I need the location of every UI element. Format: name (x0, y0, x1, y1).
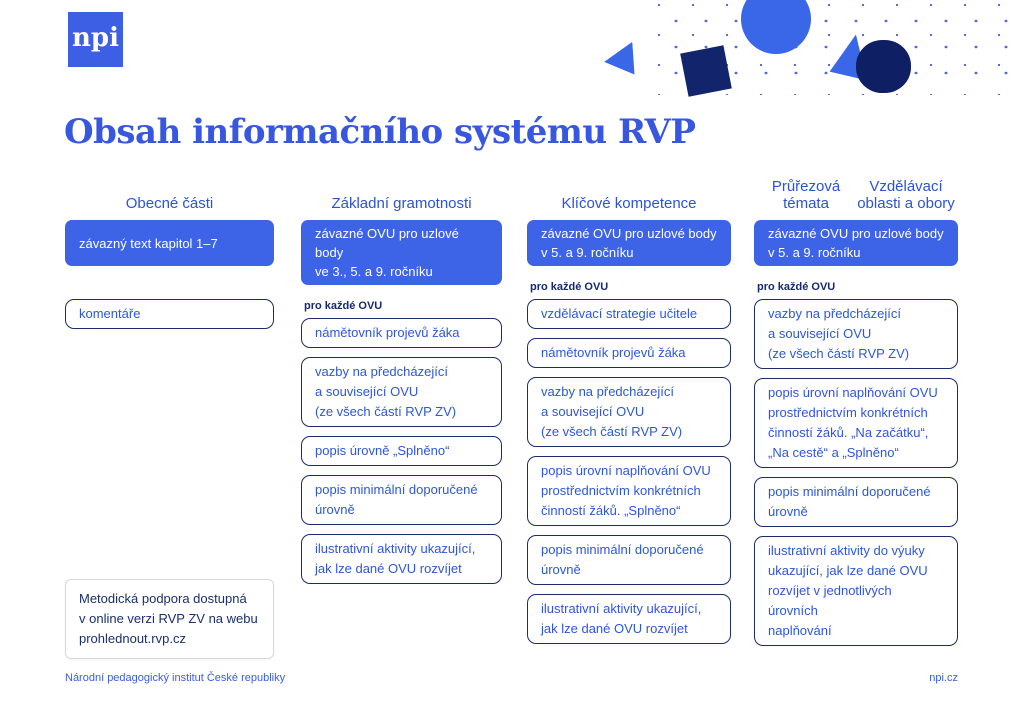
column-header: Průřezová témata (771, 178, 841, 212)
feature-box: ilustrativní aktivity ukazující, jak lze… (301, 534, 502, 584)
decor-half-circle-icon (741, 0, 811, 54)
feature-box: popis úrovně „Splněno“ (301, 436, 502, 466)
npi-logo-text: npi (72, 22, 119, 53)
mandatory-content-box: závazný text kapitol 1–7 (65, 220, 274, 266)
feature-box: komentáře (65, 299, 274, 329)
column-header-pair: Průřezová témata Vzdělávací oblasti a ob… (754, 176, 958, 212)
decor-triangle-left-icon (602, 41, 635, 78)
feature-box: popis minimální doporučené úrovně (754, 477, 958, 527)
per-ovu-label-spacer (65, 266, 274, 299)
feature-box: popis úrovní naplňování OVU prostřednict… (527, 456, 731, 526)
npi-logo: npi (68, 12, 123, 67)
per-ovu-label: pro každé OVU (304, 300, 383, 312)
feature-box-stack: vazby na předcházející a související OVU… (754, 299, 958, 646)
column-klicove-kompetence: Klíčové kompetence závazné OVU pro uzlov… (527, 176, 731, 644)
page-title: Obsah informačního systému RVP (64, 112, 696, 152)
feature-box-stack: vzdělávací strategie učitele námětovník … (527, 299, 731, 644)
mandatory-content-box: závazné OVU pro uzlové body v 5. a 9. ro… (527, 220, 731, 266)
decor-navy-circle-icon (856, 40, 911, 93)
column-header: Obecné části (125, 195, 214, 212)
column-obecne-casti: Obecné části závazný text kapitol 1–7 ko… (65, 176, 274, 659)
feature-box: vazby na předcházející a související OVU… (754, 299, 958, 369)
column-header: Vzdělávací oblasti a obory (857, 178, 955, 212)
per-ovu-label: pro každé OVU (757, 281, 836, 293)
footer-website: npi.cz (929, 672, 958, 684)
feature-box-stack: námětovník projevů žáka vazby na předchá… (301, 318, 502, 584)
footer: Národní pedagogický institut České repub… (65, 672, 958, 684)
footer-institute-name: Národní pedagogický institut České repub… (65, 672, 286, 684)
feature-box: námětovník projevů žáka (301, 318, 502, 348)
feature-box: vazby na předcházející a související OVU… (527, 377, 731, 447)
column-zakladni-gramotnosti: Základní gramotnosti závazné OVU pro uzl… (301, 176, 502, 584)
feature-box: popis minimální doporučené úrovně (301, 475, 502, 525)
column-header: Klíčové kompetence (561, 195, 697, 212)
mandatory-content-box: závazné OVU pro uzlové body ve 3., 5. a … (301, 220, 502, 285)
column-prurezova-temata-vzdelavaci-oblasti: Průřezová témata Vzdělávací oblasti a ob… (754, 176, 958, 646)
mandatory-content-box: závazné OVU pro uzlové body v 5. a 9. ro… (754, 220, 958, 266)
feature-box: popis úrovní naplňování OVU prostřednict… (754, 378, 958, 468)
feature-box: vazby na předcházející a související OVU… (301, 357, 502, 427)
feature-box: ilustrativní aktivity do výuky ukazující… (754, 536, 958, 646)
column-header: Základní gramotnosti (331, 195, 472, 212)
feature-box: vzdělávací strategie učitele (527, 299, 731, 329)
methodical-support-note: Metodická podpora dostupná v online verz… (65, 579, 274, 659)
feature-box: námětovník projevů žáka (527, 338, 731, 368)
decor-rotated-square-icon (680, 45, 732, 97)
feature-box-stack: komentáře Metodická podpora dostupná v o… (65, 299, 274, 659)
feature-box: ilustrativní aktivity ukazující, jak lze… (527, 594, 731, 644)
feature-box: popis minimální doporučené úrovně (527, 535, 731, 585)
per-ovu-label: pro každé OVU (530, 281, 609, 293)
